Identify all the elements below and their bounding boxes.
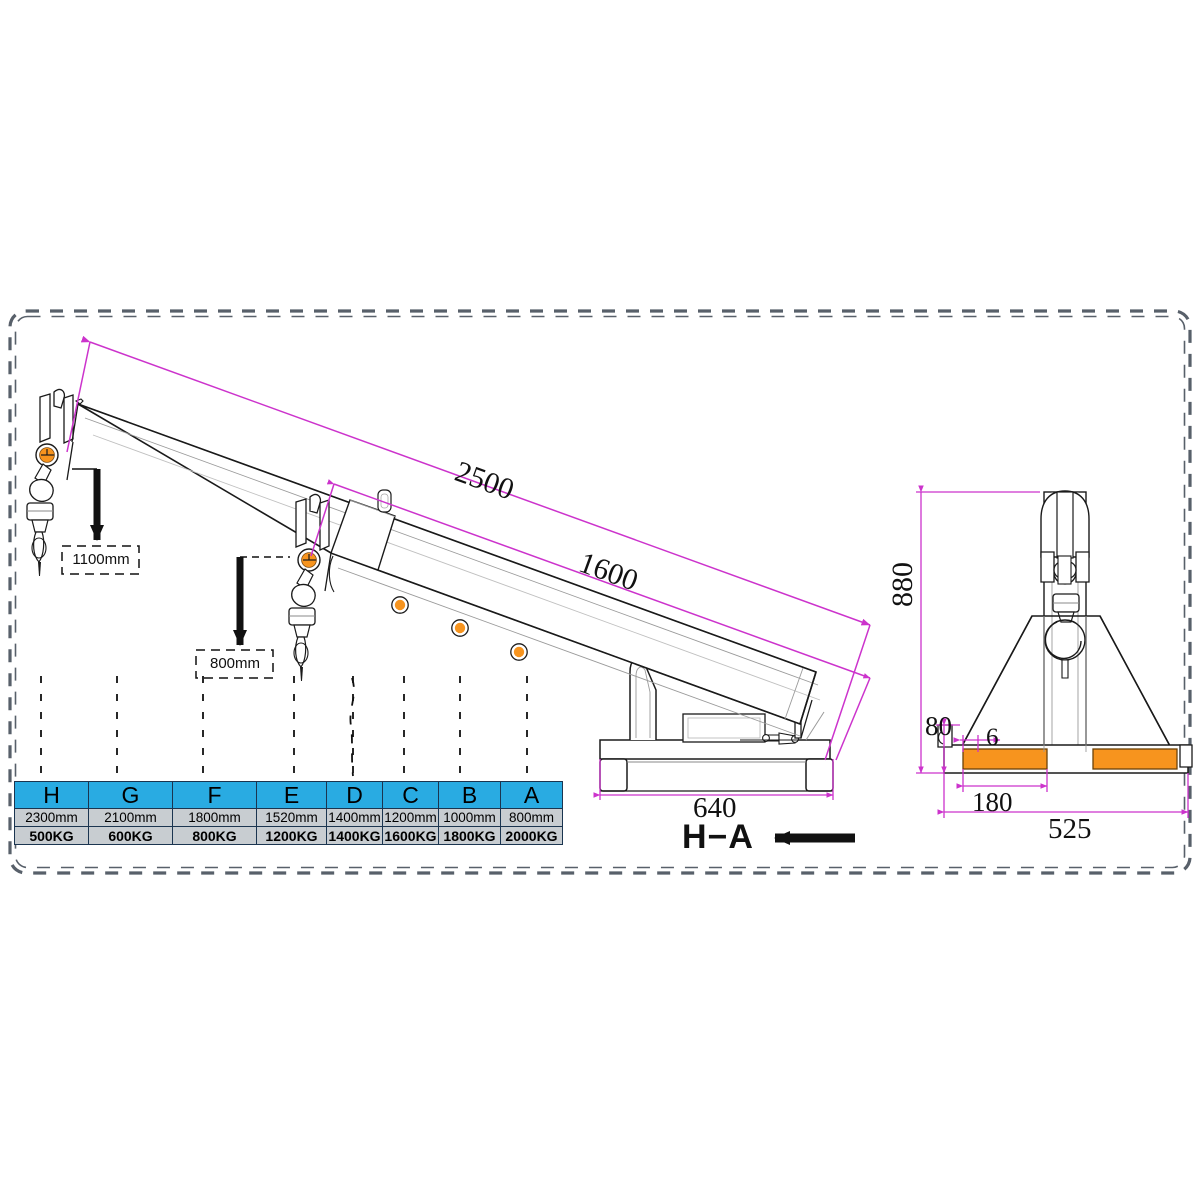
crane-boom: [77, 403, 821, 737]
capacity-reach-H: 2300mm: [14, 808, 89, 827]
capacity-load-A: 2000KG: [500, 826, 563, 845]
dim-label-640: 640: [693, 792, 737, 824]
side-elevation-view: [26, 335, 871, 845]
dim-label-880: 880: [886, 562, 919, 607]
capacity-reach-B: 1000mm: [438, 808, 501, 827]
cable-curve: [349, 677, 355, 777]
capacity-letter-C: C: [382, 781, 439, 809]
drop-arrow-800: [233, 556, 290, 646]
reflector-left: [962, 748, 1048, 770]
capacity-load-B: 1800KG: [438, 826, 501, 845]
dim-label-6: 6: [986, 724, 999, 751]
dim-label-525: 525: [1048, 813, 1092, 845]
capacity-reach-A: 800mm: [500, 808, 563, 827]
capacity-letter-E: E: [256, 781, 327, 809]
hook-assembly-outer: [26, 388, 84, 576]
capacity-load-F: 800KG: [172, 826, 257, 845]
front-view-dimension-lines: [916, 485, 1189, 818]
capacity-reach-E: 1520mm: [256, 808, 327, 827]
section-label-ha: H−A: [682, 818, 754, 856]
capacity-letter-F: F: [172, 781, 257, 809]
capacity-load-C: 1600KG: [382, 826, 439, 845]
capacity-reach-G: 2100mm: [88, 808, 173, 827]
callout-label-800: 800mm: [209, 655, 261, 672]
capacity-reach-D: 1400mm: [326, 808, 383, 827]
capacity-letter-H: H: [14, 781, 89, 809]
callout-label-1100: 1100mm: [72, 551, 130, 568]
boom-dimension-lines: [66, 335, 871, 761]
chassis-base: [599, 739, 834, 792]
hook-block-front: [1040, 551, 1090, 679]
callout-box-800: [195, 649, 274, 679]
capacity-letter-B: B: [438, 781, 501, 809]
capacity-reach-F: 1800mm: [172, 808, 257, 827]
dim-label-180: 180: [972, 787, 1013, 817]
drop-arrow-1100: [72, 468, 104, 541]
capacity-reach-C: 1200mm: [382, 808, 439, 827]
reflector-right: [1092, 748, 1178, 770]
outrigger-frame: [937, 615, 1193, 774]
capacity-letter-D: D: [326, 781, 383, 809]
drawing-border-frame: [8, 309, 1192, 875]
capacity-load-H: 500KG: [14, 826, 89, 845]
front-elevation-view: [916, 485, 1193, 818]
capacity-load-E: 1200KG: [256, 826, 327, 845]
dim-label-80: 80: [925, 711, 952, 741]
capacity-load-G: 600KG: [88, 826, 173, 845]
reach-position-lines: [40, 676, 528, 778]
capacity-load-D: 1400KG: [326, 826, 383, 845]
capacity-letter-A: A: [500, 781, 563, 809]
capacity-letter-G: G: [88, 781, 173, 809]
base-dimension-640: [593, 759, 834, 800]
